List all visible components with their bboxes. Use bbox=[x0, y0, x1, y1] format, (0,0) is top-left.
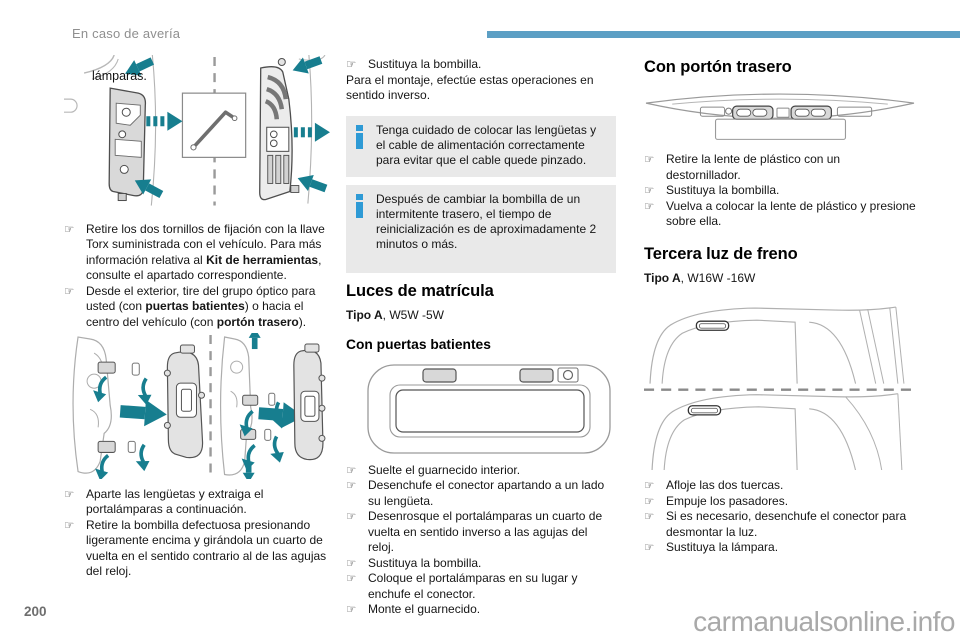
step-text: Sustituya la bombilla. bbox=[368, 555, 482, 570]
hand-bullet-icon: ☞ bbox=[644, 198, 655, 213]
step-text: Desenrosque el portalámparas un cuarto d… bbox=[368, 509, 603, 554]
assembly-note: Para el montaje, efectúe estas operacion… bbox=[346, 72, 594, 103]
step-text: Desde el exterior, tire del grupo óptico… bbox=[86, 283, 316, 329]
instruction-step: ☞ Empuje los pasadores. bbox=[644, 494, 916, 510]
running-header: En caso de avería bbox=[72, 26, 181, 41]
step-text: Retire los dos tornillos de fijación con… bbox=[86, 221, 325, 283]
third-brake-light-illustration bbox=[644, 299, 916, 471]
instruction-step: ☞ Retire los dos tornillos de fijación c… bbox=[64, 222, 336, 284]
text-fragment-lamparas: lámparas. bbox=[92, 69, 147, 83]
steps-list: ☞ Retire los dos tornillos de fijación c… bbox=[64, 222, 336, 331]
section-title-third-brake-light: Tercera luz de freno bbox=[644, 244, 798, 263]
instruction-step: ☞ Retire la bombilla defectuosa presiona… bbox=[64, 518, 336, 580]
hand-bullet-icon: ☞ bbox=[346, 571, 357, 585]
info-text: Tenga cuidado de colocar las lengüetas y… bbox=[376, 122, 597, 167]
step-text: Monte el guarnecido. bbox=[368, 602, 481, 616]
hand-bullet-icon: ☞ bbox=[346, 462, 357, 477]
step-text: Sustituya la bombilla. bbox=[368, 57, 482, 71]
step-text: Afloje las dos tuercas. bbox=[666, 478, 784, 493]
instruction-step: ☞ Sustituya la lámpara. bbox=[644, 540, 916, 556]
steps-list: ☞ Suelte el guarnecido interior. ☞ Desen… bbox=[346, 463, 616, 618]
bulb-type-line: Tipo A, W5W -5W bbox=[346, 307, 444, 322]
instruction-step: ☞ Sustituya la bombilla. bbox=[346, 57, 616, 73]
hand-bullet-icon: ☞ bbox=[346, 57, 357, 71]
hand-bullet-icon: ☞ bbox=[644, 183, 655, 198]
instruction-step: ☞ Desde el exterior, tire del grupo ópti… bbox=[64, 284, 336, 331]
info-box: Tenga cuidado de colocar las lengüetas y… bbox=[346, 115, 616, 177]
hand-bullet-icon: ☞ bbox=[346, 509, 357, 523]
instruction-step: ☞ Si es necesario, desenchufe el conecto… bbox=[644, 509, 916, 540]
instruction-step: ☞ Suelte el guarnecido interior. bbox=[346, 463, 616, 479]
step-text: Suelte el guarnecido interior. bbox=[368, 462, 521, 477]
instruction-step: ☞ Desenchufe el conector apartando a un … bbox=[346, 478, 616, 509]
steps-list: ☞ Afloje las dos tuercas. ☞ Empuje los p… bbox=[644, 478, 916, 556]
info-text: Después de cambiar la bombilla de un int… bbox=[376, 191, 597, 251]
rear-lamp-removal-illustration: lámparas. bbox=[64, 55, 336, 208]
hand-bullet-icon: ☞ bbox=[644, 493, 655, 508]
instruction-step: ☞ Monte el guarnecido. bbox=[346, 602, 616, 618]
hand-bullet-icon: ☞ bbox=[346, 478, 357, 492]
info-box: Después de cambiar la bombilla de un int… bbox=[346, 184, 616, 273]
step-text: Si es necesario, desenchufe el conector … bbox=[666, 509, 907, 539]
step-text: Empuje los pasadores. bbox=[666, 493, 789, 508]
tailgate-lamp-illustration bbox=[644, 87, 916, 145]
column-right: Con portón trasero ☞ Retire la lente de … bbox=[644, 0, 916, 556]
section-title-license-lights: Luces de matrícula bbox=[346, 281, 494, 300]
instruction-step: ☞ Vuelva a colocar la lente de plástico … bbox=[644, 199, 916, 230]
instruction-step: ☞ Sustituya la bombilla. bbox=[346, 556, 616, 572]
hand-bullet-icon: ☞ bbox=[64, 486, 75, 501]
instruction-step: ☞ Retire la lente de plástico con un des… bbox=[644, 152, 916, 183]
hand-bullet-icon: ☞ bbox=[346, 602, 357, 616]
license-plate-lamp-illustration bbox=[346, 363, 616, 455]
hand-bullet-icon: ☞ bbox=[644, 509, 655, 524]
info-icon bbox=[356, 193, 363, 218]
hand-bullet-icon: ☞ bbox=[644, 152, 655, 167]
step-text: Sustituya la bombilla. bbox=[666, 183, 780, 198]
step-text: Aparte las lengüetas y extraiga el porta… bbox=[86, 486, 264, 517]
instruction-step: ☞ Desenrosque el portalámparas un cuarto… bbox=[346, 509, 616, 556]
step-text: Vuelva a colocar la lente de plástico y … bbox=[666, 198, 916, 229]
watermark: carmanualsonline.info bbox=[693, 606, 955, 637]
instruction-step: ☞ Aparte las lengüetas y extraiga el por… bbox=[64, 487, 336, 518]
hand-bullet-icon: ☞ bbox=[64, 221, 75, 236]
steps-list: ☞ Retire la lente de plástico con un des… bbox=[644, 152, 916, 230]
instruction-step: ☞ Coloque el portalámparas en su lugar y… bbox=[346, 571, 616, 602]
column-middle: ☞ Sustituya la bombilla. Para el montaje… bbox=[346, 0, 616, 618]
step-text: Desenchufe el conector apartando a un la… bbox=[368, 478, 605, 508]
bulb-holder-removal-illustration bbox=[64, 333, 336, 479]
hand-bullet-icon: ☞ bbox=[644, 478, 655, 493]
steps-list: ☞ Aparte las lengüetas y extraiga el por… bbox=[64, 487, 336, 580]
step-text: Retire la lente de plástico con un desto… bbox=[666, 152, 841, 182]
info-icon bbox=[356, 124, 363, 149]
bulb-type-line: Tipo A, W16W -16W bbox=[644, 270, 756, 285]
step-text: Coloque el portalámparas en su lugar y e… bbox=[368, 571, 578, 601]
hand-bullet-icon: ☞ bbox=[64, 283, 75, 298]
step-text: Sustituya la lámpara. bbox=[666, 540, 779, 555]
step-text: Retire la bombilla defectuosa presionand… bbox=[86, 517, 327, 579]
subsection-title-swing-doors: Con puertas batientes bbox=[346, 336, 491, 352]
instruction-step: ☞ Sustituya la bombilla. bbox=[644, 183, 916, 199]
hand-bullet-icon: ☞ bbox=[346, 555, 357, 570]
instruction-step: ☞ Afloje las dos tuercas. bbox=[644, 478, 916, 494]
column-left: lámparas. ☞ Retire los dos tornillos de … bbox=[64, 0, 336, 580]
header-accent-bar bbox=[487, 31, 960, 38]
hand-bullet-icon: ☞ bbox=[644, 540, 655, 555]
page-number: 200 bbox=[24, 604, 47, 619]
section-title-tailgate: Con portón trasero bbox=[644, 58, 792, 76]
hand-bullet-icon: ☞ bbox=[64, 517, 75, 532]
